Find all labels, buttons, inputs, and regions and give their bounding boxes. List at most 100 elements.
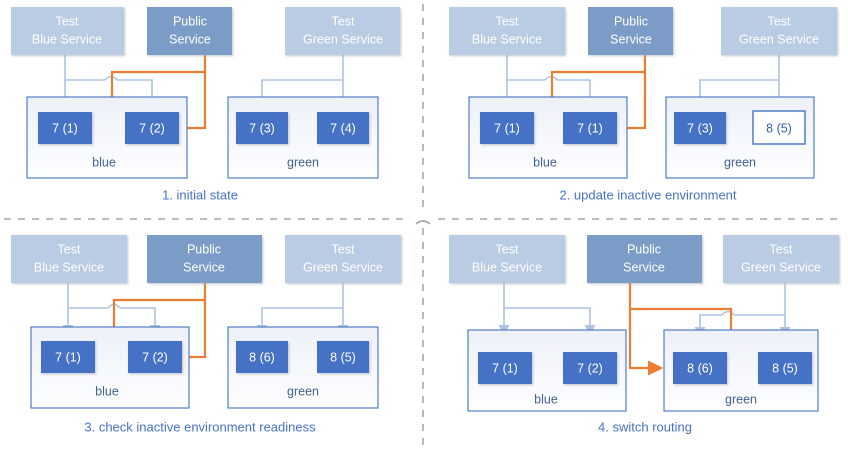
route-test-blue-to-inst2: [503, 283, 596, 337]
instance-label: 8 (6): [687, 361, 713, 375]
service-label-line1: Test: [56, 14, 79, 28]
panel-4-services: Test Blue Service Public Service Test Gr…: [449, 235, 839, 283]
instance-label: 7 (1): [52, 121, 78, 135]
service-box-public-service[interactable]: [147, 7, 232, 55]
divider-crossover-hop: [415, 220, 431, 225]
service-box-test-green-service[interactable]: [285, 7, 400, 55]
service-box-test-blue-service[interactable]: [11, 235, 127, 283]
instance-label: 8 (5): [766, 121, 792, 135]
service-label-line1: Test: [332, 242, 355, 256]
instance-box[interactable]: [674, 112, 726, 144]
service-label-line1: Test: [768, 14, 791, 28]
env-label-blue: blue: [534, 392, 558, 406]
panel-4-env-blue: 7 (1) 7 (2) blue: [467, 329, 627, 412]
route-test-green-to-inst3: [694, 314, 722, 339]
service-box-public-service[interactable]: [587, 235, 702, 283]
panel-caption: 1. initial state: [162, 187, 238, 202]
panel-2-env-green: 7 (3) 8 (5) green: [665, 96, 815, 179]
panel-2-services: Test Blue Service Public Service Test Gr…: [449, 7, 837, 55]
env-label-green: green: [287, 155, 319, 169]
panel-1-env-green: 7 (3) 7 (4) green: [227, 96, 379, 179]
instance-label: 7 (2): [142, 350, 168, 364]
instance-box[interactable]: [758, 352, 812, 384]
env-label-blue: blue: [95, 384, 119, 398]
instance-label: 8 (5): [772, 361, 798, 375]
service-label-line1: Test: [496, 242, 519, 256]
service-box-test-green-service[interactable]: [723, 235, 839, 283]
instance-label: 7 (2): [139, 121, 165, 135]
service-label-line1: Public: [187, 242, 221, 256]
panel-1-services: Test Blue Service Public Service Test Gr…: [11, 7, 400, 55]
service-box-test-blue-service[interactable]: [449, 235, 565, 283]
service-box-test-blue-service[interactable]: [11, 7, 124, 55]
instance-box[interactable]: [480, 112, 534, 144]
instance-box[interactable]: [41, 341, 95, 373]
service-box-public-service[interactable]: [147, 235, 262, 283]
panel-2-env-blue: 7 (1) 7 (1) blue: [468, 96, 628, 179]
panel-3-services: Test Blue Service Public Service Test Gr…: [11, 235, 401, 283]
panel-2: 7 (1) 7 (1) blue 7 (3) 8 (5) green Test …: [449, 7, 837, 202]
panel-caption: 3. check inactive environment readiness: [84, 419, 316, 434]
instance-label: 8 (6): [249, 350, 275, 364]
env-label-green: green: [724, 155, 756, 169]
instance-label: 7 (4): [330, 121, 356, 135]
instance-label: 7 (1): [55, 350, 81, 364]
route-test-blue-to-inst2: [120, 307, 161, 337]
panel-3-test-green-routes: [256, 283, 349, 337]
instance-label: 7 (1): [494, 121, 520, 135]
panel-1-test-blue-routes: [59, 55, 158, 109]
panel-1: 7 (1) 7 (2) blue 7 (3) 7 (4) green Test …: [11, 7, 400, 202]
service-label-line2: Service: [610, 32, 652, 46]
instance-box[interactable]: [128, 341, 182, 373]
service-label-line1: Public: [627, 242, 661, 256]
route-test-blue-to-inst2: [557, 79, 596, 109]
service-label-line2: Green Service: [303, 260, 383, 274]
instance-box[interactable]: [563, 112, 617, 144]
service-label-line1: Test: [58, 242, 81, 256]
route-test-green-to-inst3: [256, 283, 344, 337]
instance-box[interactable]: [236, 341, 288, 373]
service-label-line2: Blue Service: [472, 32, 542, 46]
service-label-line2: Green Service: [741, 260, 821, 274]
panel-4-env-green: 8 (6) 8 (5) green: [663, 329, 819, 412]
instance-label: 7 (3): [687, 121, 713, 135]
service-label-line2: Blue Service: [472, 260, 542, 274]
instance-box-inactive[interactable]: [752, 110, 806, 145]
panel-3-env-blue: 7 (1) 7 (2) blue: [30, 326, 190, 409]
instance-label: 7 (1): [492, 361, 518, 375]
service-label-line2: Service: [169, 32, 211, 46]
instance-box[interactable]: [317, 112, 369, 144]
instance-label: 7 (3): [249, 121, 275, 135]
instance-box[interactable]: [236, 112, 288, 144]
route-test-blue-to-inst2: [117, 79, 158, 109]
instance-box[interactable]: [478, 352, 532, 384]
route-test-green-trunk: [734, 283, 786, 316]
panel-4: 7 (1) 7 (2) blue 8 (6) 8 (5) green Test …: [449, 235, 839, 434]
service-box-public-service[interactable]: [588, 7, 673, 55]
service-label-line1: Public: [614, 14, 648, 28]
route-test-green-to-inst3: [694, 55, 780, 109]
panel-2-test-blue-routes: [501, 55, 596, 109]
instance-box[interactable]: [125, 112, 179, 144]
panel-1-env-blue: 7 (1) 7 (2) blue: [26, 96, 188, 179]
instance-box[interactable]: [673, 352, 727, 384]
service-box-test-green-service[interactable]: [285, 235, 401, 283]
route-test-blue-trunk: [64, 55, 105, 81]
instance-box[interactable]: [317, 341, 369, 373]
instance-box[interactable]: [563, 352, 617, 384]
panel-4-test-blue-routes: [498, 283, 596, 337]
panel-caption: 4. switch routing: [598, 419, 692, 434]
service-label-line1: Test: [496, 14, 519, 28]
service-label-line2: Green Service: [303, 32, 383, 46]
service-label-line2: Blue Service: [32, 32, 102, 46]
panel-3-test-blue-routes: [62, 283, 161, 337]
service-label-line2: Service: [183, 260, 225, 274]
instance-box[interactable]: [38, 112, 92, 144]
service-box-test-green-service[interactable]: [721, 7, 837, 55]
service-label-line1: Test: [332, 14, 355, 28]
service-box-test-blue-service[interactable]: [449, 7, 565, 55]
service-label-line2: Blue Service: [34, 260, 104, 274]
route-public-to-inst6: [628, 309, 664, 376]
